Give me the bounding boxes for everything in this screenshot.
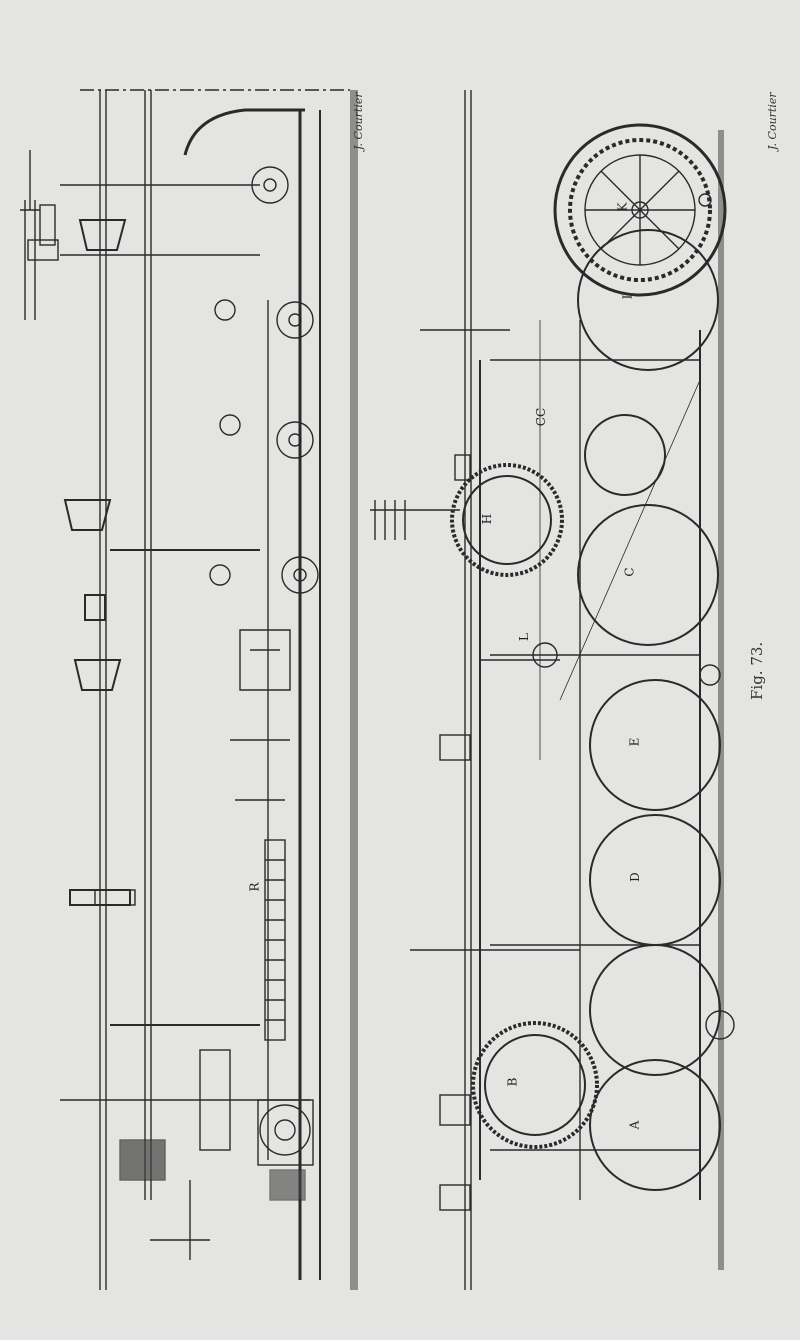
label-e: E (627, 737, 642, 747)
label-b: B (505, 1077, 520, 1087)
figure-caption: Fig. 73. (748, 641, 766, 700)
label-r: R (247, 882, 262, 892)
engraver-signature-left: J. Courtier (352, 92, 365, 150)
reel-k (553, 123, 727, 297)
label-l: L (516, 633, 531, 641)
right-machine (370, 90, 735, 1290)
label-h: H (480, 513, 495, 525)
engraver-signature-right: J. Courtier (766, 92, 779, 150)
label-c: C (622, 567, 637, 577)
felt-cylinders (450, 463, 599, 1149)
label-cc: CC (534, 407, 549, 427)
label-a: A (627, 1120, 642, 1130)
left-machine (20, 89, 358, 1290)
label-d: D (627, 872, 642, 882)
label-i: I (620, 294, 635, 300)
label-k: K (615, 202, 630, 212)
drying-cylinders (577, 229, 721, 1191)
